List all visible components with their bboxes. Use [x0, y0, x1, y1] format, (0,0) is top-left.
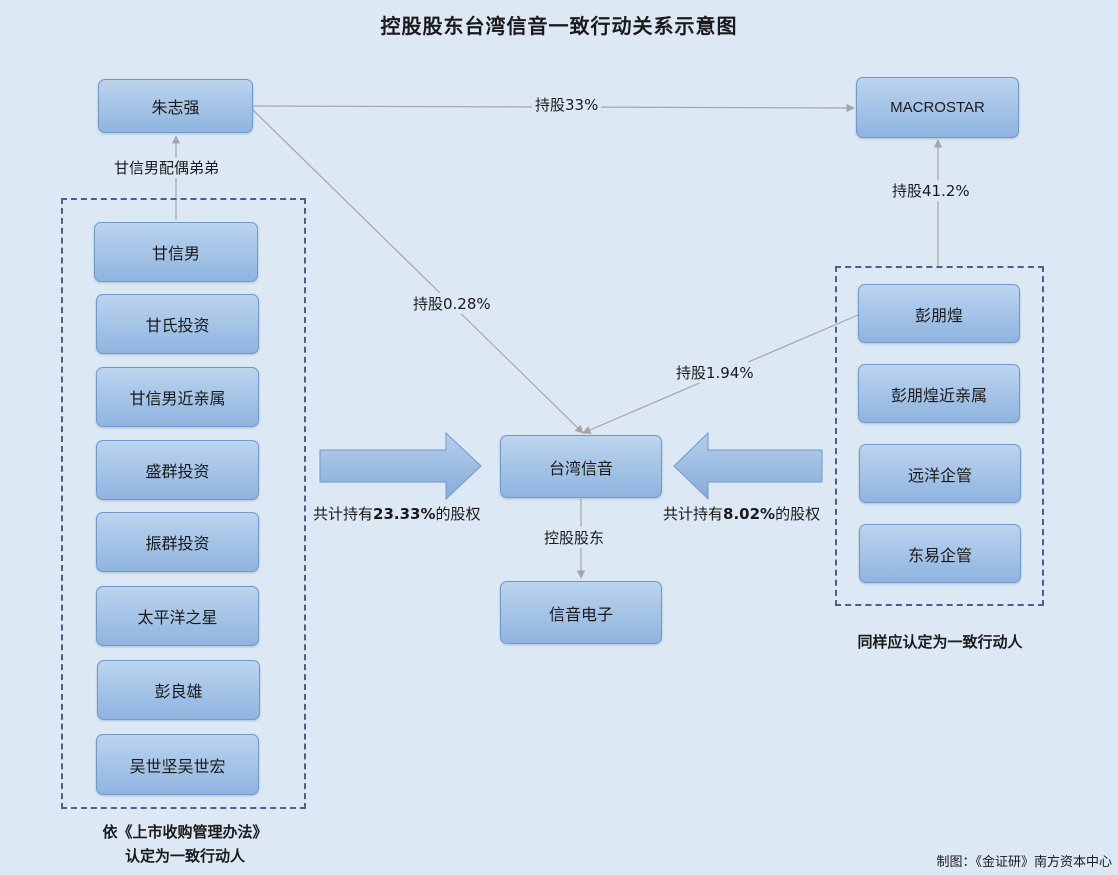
block-arrow-right	[319, 431, 482, 501]
node-macrostar: MACROSTAR	[856, 77, 1019, 138]
label-hold-41-2: 持股41.2%	[889, 180, 973, 201]
node-zhu: 朱志强	[98, 79, 253, 133]
right-group-box	[835, 266, 1044, 606]
right-total-prefix: 共计持有	[663, 505, 724, 523]
left-group-item: 甘信男	[94, 222, 258, 282]
left-group-caption: 依《上市收购管理办法》 认定为一致行动人	[60, 820, 310, 868]
left-caption-line2: 认定为一致行动人	[124, 847, 245, 865]
edge-zhu-taiwan	[252, 109, 584, 434]
left-group-item: 甘信男近亲属	[96, 367, 259, 427]
label-hold-33: 持股33%	[532, 94, 602, 115]
label-spouse-brother: 甘信男配偶弟弟	[111, 157, 223, 178]
label-left-total: 共计持有23.33%的股权	[310, 503, 484, 524]
left-group-box	[61, 198, 306, 809]
left-group-item: 太平洋之星	[96, 586, 259, 646]
node-dongyi: 东易企管	[859, 524, 1021, 583]
left-group-item: 彭良雄	[97, 660, 260, 720]
left-total-prefix: 共计持有	[313, 505, 374, 523]
node-peng-relatives: 彭朋煌近亲属	[858, 364, 1020, 423]
diagram-title: 控股股东台湾信音一致行动关系示意图	[380, 14, 738, 38]
left-group-item: 吴世坚吴世宏	[96, 734, 259, 795]
left-total-percent: 23.33%	[373, 505, 436, 523]
node-xinyin-electronics: 信音电子	[500, 581, 662, 644]
label-hold-1-94: 持股1.94%	[673, 362, 757, 383]
right-total-suffix: 的股权	[775, 505, 821, 523]
left-total-suffix: 的股权	[435, 505, 481, 523]
label-right-total: 共计持有8.02%的股权	[660, 503, 824, 524]
node-peng: 彭朋煌	[858, 284, 1020, 343]
left-caption-line1: 依《上市收购管理办法》	[102, 823, 268, 841]
left-group-item: 甘氏投资	[96, 294, 259, 354]
right-total-percent: 8.02%	[723, 505, 776, 523]
label-controlling-shareholder: 控股股东	[541, 527, 608, 548]
credit-text: 制图：《金证研》南方资本中心	[936, 855, 1112, 870]
node-yuanyang: 远洋企管	[859, 444, 1021, 503]
left-group-item: 振群投资	[96, 512, 259, 572]
node-taiwan-xinyin: 台湾信音	[500, 435, 662, 498]
right-group-caption: 同样应认定为一致行动人	[857, 633, 1023, 651]
block-arrow-left	[673, 431, 823, 501]
label-hold-0-28: 持股0.28%	[410, 293, 494, 314]
left-group-item: 盛群投资	[96, 440, 259, 500]
